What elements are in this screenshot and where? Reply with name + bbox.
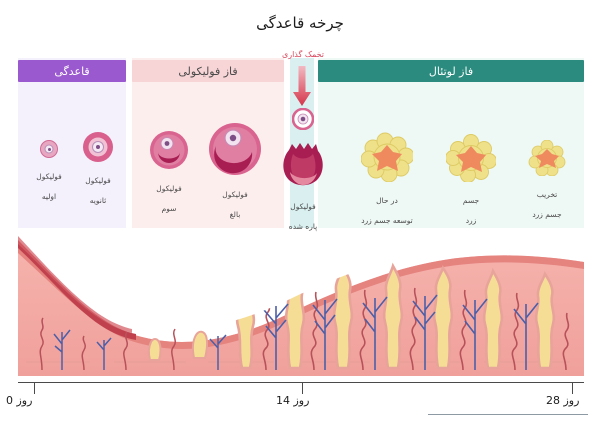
footer-rule: [428, 414, 588, 415]
degenerating-corpus-caption: تخریب جسم زرد: [514, 180, 580, 221]
caption-line2: پاره شده: [288, 222, 318, 232]
caption-line1: جسم: [462, 196, 480, 206]
tertiary-follicle-caption: فولیکول سوم: [140, 174, 198, 215]
caption-line1: تخریب: [536, 190, 558, 200]
ovulation-arrow-icon: [293, 66, 311, 106]
caption-line1: فولیکول: [36, 172, 62, 182]
primary-follicle-graphic: [26, 140, 72, 158]
phase-label-follicular: فاز فولیکولی: [178, 64, 238, 78]
page-title: چرخه قاعدگی: [256, 14, 344, 32]
primary-follicle-caption: فولیکول اولیه: [26, 162, 72, 203]
ruptured-follicle-caption: فولیکول پاره شده: [274, 192, 332, 233]
phase-bar-follicular: فاز فولیکولی: [132, 60, 284, 82]
caption-line2: بالغ: [229, 210, 241, 220]
timeline-label-day-28: روز 28: [546, 394, 580, 407]
stage-ruptured-follicle: فولیکول پاره شده: [274, 136, 332, 233]
developing-corpus-caption: در حال توسعه جسم زرد: [350, 186, 424, 227]
stage-tertiary-follicle: فولیکول سوم: [140, 130, 198, 215]
phase-background-luteal: [318, 58, 584, 228]
caption-line2: سوم: [161, 204, 177, 214]
mature-follicle-graphic: [208, 122, 262, 176]
timeline-label-day-0: روز 0: [6, 394, 33, 407]
caption-line1: فولیکول: [85, 176, 111, 186]
degenerating-corpus-graphic: [528, 139, 566, 177]
phase-bar-menstruation: قاعدگی: [18, 60, 126, 82]
secondary-follicle-caption: فولیکول ثانویه: [72, 166, 124, 207]
stage-mature-follicle: فولیکول بالغ: [204, 122, 266, 221]
timeline-label-day-14: روز 14: [276, 394, 310, 407]
caption-line2: اولیه: [41, 192, 57, 202]
tertiary-follicle-graphic: [149, 130, 189, 170]
timeline-tick-day-28: [572, 382, 573, 394]
stage-developing-corpus-luteum: در حال توسعه جسم زرد: [350, 132, 424, 227]
caption-line2: جسم زرد: [532, 210, 562, 220]
phase-label-menstruation: قاعدگی: [54, 64, 90, 78]
caption-line2: ثانویه: [89, 196, 107, 206]
secondary-follicle-graphic: [72, 132, 124, 162]
caption-line2: زرد: [465, 216, 477, 226]
ovulation-label: تخمک گذاری: [281, 50, 325, 59]
corpus-luteum-caption: جسم زرد: [434, 186, 508, 227]
developing-corpus-graphic: [360, 132, 415, 183]
endometrium-illustration: [18, 228, 584, 376]
phase-label-luteal: فاز لوتئال: [428, 64, 474, 78]
ruptured-follicle-graphic: [277, 136, 329, 188]
caption-line1: در حال: [376, 196, 398, 206]
timeline-tick-day-14: [302, 382, 303, 394]
timeline-tick-day-0: [34, 382, 35, 394]
stage-corpus-luteum: جسم زرد: [434, 134, 508, 227]
caption-line1: فولیکول: [156, 184, 182, 194]
caption-line2: توسعه جسم زرد: [361, 216, 413, 226]
caption-line1: فولیکول: [222, 190, 248, 200]
stage-secondary-follicle: فولیکول ثانویه: [72, 132, 124, 207]
caption-line1: فولیکول: [290, 202, 316, 212]
phase-bar-luteal: فاز لوتئال: [318, 60, 584, 82]
released-ovum-graphic: [291, 107, 315, 134]
timeline-axis: [18, 382, 584, 383]
corpus-luteum-graphic: [445, 134, 497, 183]
mature-follicle-caption: فولیکول بالغ: [204, 180, 266, 221]
stage-degenerating-corpus-luteum: تخریب جسم زرد: [514, 139, 580, 221]
stage-primary-follicle: فولیکول اولیه: [26, 140, 72, 203]
